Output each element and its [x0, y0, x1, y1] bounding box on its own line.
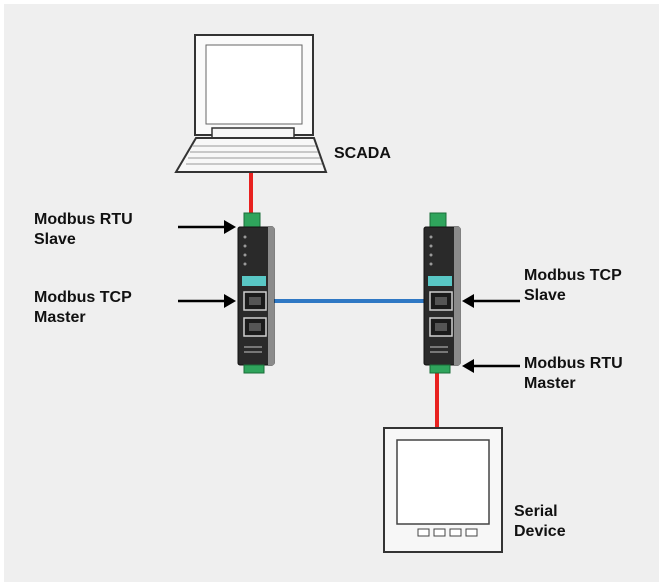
- label-line-2: Master: [524, 375, 576, 392]
- label-line-2: Slave: [524, 287, 566, 304]
- arrow-right-tcp-slave: [462, 294, 520, 308]
- label-line-1: Modbus TCP: [524, 267, 622, 284]
- arrow-right-rtu-master: [462, 359, 520, 373]
- scada-computer: [174, 34, 328, 173]
- label-left-rtu-slave: Modbus RTU Slave: [34, 210, 133, 250]
- label-line-2: Device: [514, 523, 566, 540]
- label-right-tcp-slave: Modbus TCP Slave: [524, 266, 622, 306]
- label-scada-text: SCADA: [334, 145, 391, 162]
- diagram-graphics: [174, 34, 520, 553]
- gateway-left: [237, 212, 275, 374]
- label-line-1: Serial: [514, 503, 558, 520]
- label-right-rtu-master: Modbus RTU Master: [524, 354, 623, 394]
- serial-device: [383, 427, 503, 553]
- label-line-1: Modbus RTU: [524, 355, 623, 372]
- gateway-right: [423, 212, 461, 374]
- label-line-2: Master: [34, 309, 86, 326]
- label-line-1: Modbus RTU: [34, 211, 133, 228]
- label-left-tcp-master: Modbus TCP Master: [34, 288, 132, 328]
- arrow-left-rtu-slave: [178, 220, 236, 234]
- arrow-left-tcp-master: [178, 294, 236, 308]
- label-line-1: Modbus TCP: [34, 289, 132, 306]
- label-scada: SCADA: [334, 144, 391, 164]
- label-line-2: Slave: [34, 231, 76, 248]
- label-serial-device: Serial Device: [514, 502, 566, 542]
- diagram-canvas: SCADA Modbus RTU Slave Modbus TCP Master…: [4, 4, 659, 582]
